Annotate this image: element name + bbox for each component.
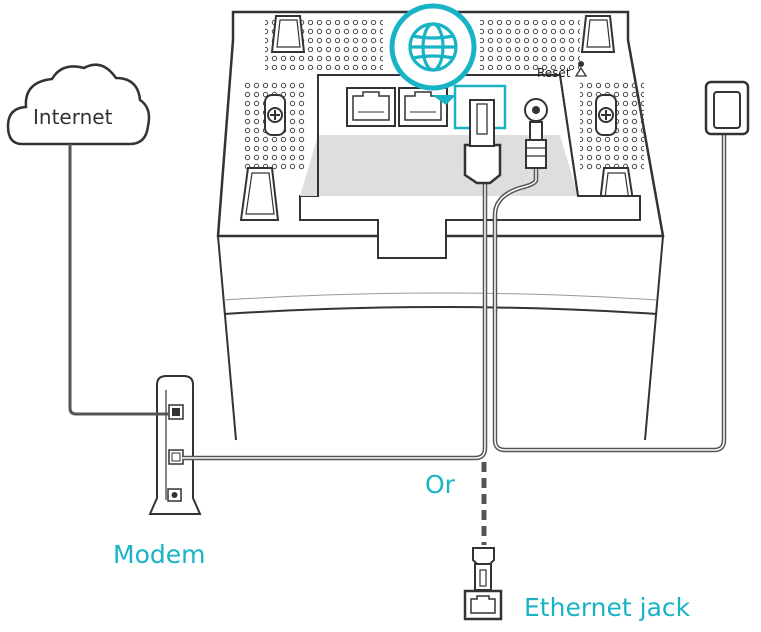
router-foot-top-right: [580, 15, 616, 53]
internet-cloud: Internet: [6, 63, 151, 146]
modem-power-port: [167, 488, 182, 502]
or-label: Or: [425, 470, 456, 499]
ethernet-plug: [463, 99, 502, 185]
internet-label: Internet: [33, 105, 113, 129]
globe-icon: [408, 22, 458, 72]
router-body: [217, 230, 664, 441]
wall-ethernet-plug: [472, 547, 495, 591]
reset-label: Reset: [537, 66, 571, 80]
router-foot-bottom-left: [239, 167, 280, 221]
alternative-path: Or: [425, 462, 487, 545]
modem-port-bottom: [168, 449, 184, 465]
power-adapter: [704, 80, 750, 136]
modem-label: Modem: [113, 540, 205, 569]
ethernet-jack-label: Ethernet jack: [524, 593, 691, 622]
power-plug: [525, 121, 547, 169]
ethernet-cable: [182, 178, 488, 461]
internet-cable: [68, 144, 169, 416]
router-foot-top-left: [270, 15, 306, 53]
power-jack: [524, 98, 548, 122]
triangle-icon: [574, 66, 588, 77]
modem: Modem: [113, 375, 205, 569]
lan-port-2: [398, 87, 448, 127]
modem-port-top: [168, 404, 184, 420]
power-cable: [492, 134, 727, 453]
internet-callout: [389, 3, 477, 105]
screw-right: [595, 94, 617, 136]
lan-port-1: [346, 87, 396, 127]
ethernet-jack: Ethernet jack: [463, 589, 691, 622]
screw-left: [264, 94, 286, 136]
reset-button: Reset: [537, 61, 588, 80]
